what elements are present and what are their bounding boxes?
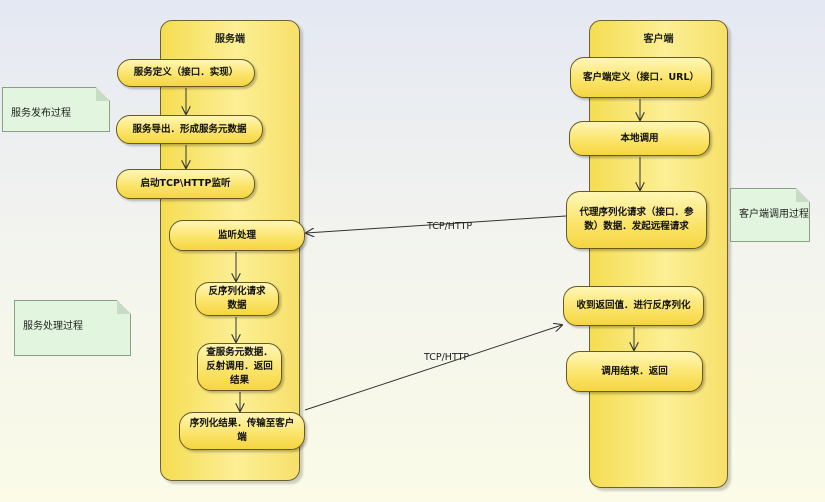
note-service-handle-fold (117, 300, 131, 314)
activity-client-definition[interactable]: 客户端定义（接口．URL） (570, 57, 712, 98)
activity-local-call[interactable]: 本地调用 (569, 121, 710, 156)
activity-service-definition[interactable]: 服务定义（接口．实现） (117, 59, 255, 87)
arrow-response-tcp-http (304, 325, 562, 411)
server-lane-title: 服务端 (215, 34, 245, 45)
activity-start-listener[interactable]: 启动TCP\HTTP监听 (116, 169, 255, 199)
request-edge-label: TCP/HTTP (427, 221, 473, 232)
activity-serialize-result[interactable]: 序列化结果．传输至客户端 (179, 412, 305, 450)
client-lane: 客户端 (589, 20, 728, 488)
activity-reflect-invoke[interactable]: 查服务元数据．反射调用．返回结果 (197, 343, 282, 391)
client-lane-title: 客户端 (643, 34, 674, 45)
arrow-request-tcp-http (306, 215, 567, 233)
note-service-publish-fold (96, 87, 110, 101)
activity-proxy-request[interactable]: 代理序列化请求（接口．参数）数据．发起远程请求 (566, 191, 707, 249)
response-edge-label: TCP/HTTP (424, 352, 470, 363)
note-service-handle: 服务处理过程 (14, 300, 131, 356)
activity-listen-handle[interactable]: 监听处理 (169, 220, 305, 251)
activity-service-export[interactable]: 服务导出．形成服务元数据 (116, 115, 263, 144)
note-client-invoke-fold (796, 188, 810, 202)
note-service-publish: 服务发布过程 (2, 87, 110, 132)
activity-receive-return[interactable]: 收到返回值．进行反序列化 (563, 286, 704, 326)
activity-deserialize-request[interactable]: 反序列化请求数据 (195, 282, 279, 316)
activity-call-end[interactable]: 调用结束．返回 (566, 351, 703, 392)
